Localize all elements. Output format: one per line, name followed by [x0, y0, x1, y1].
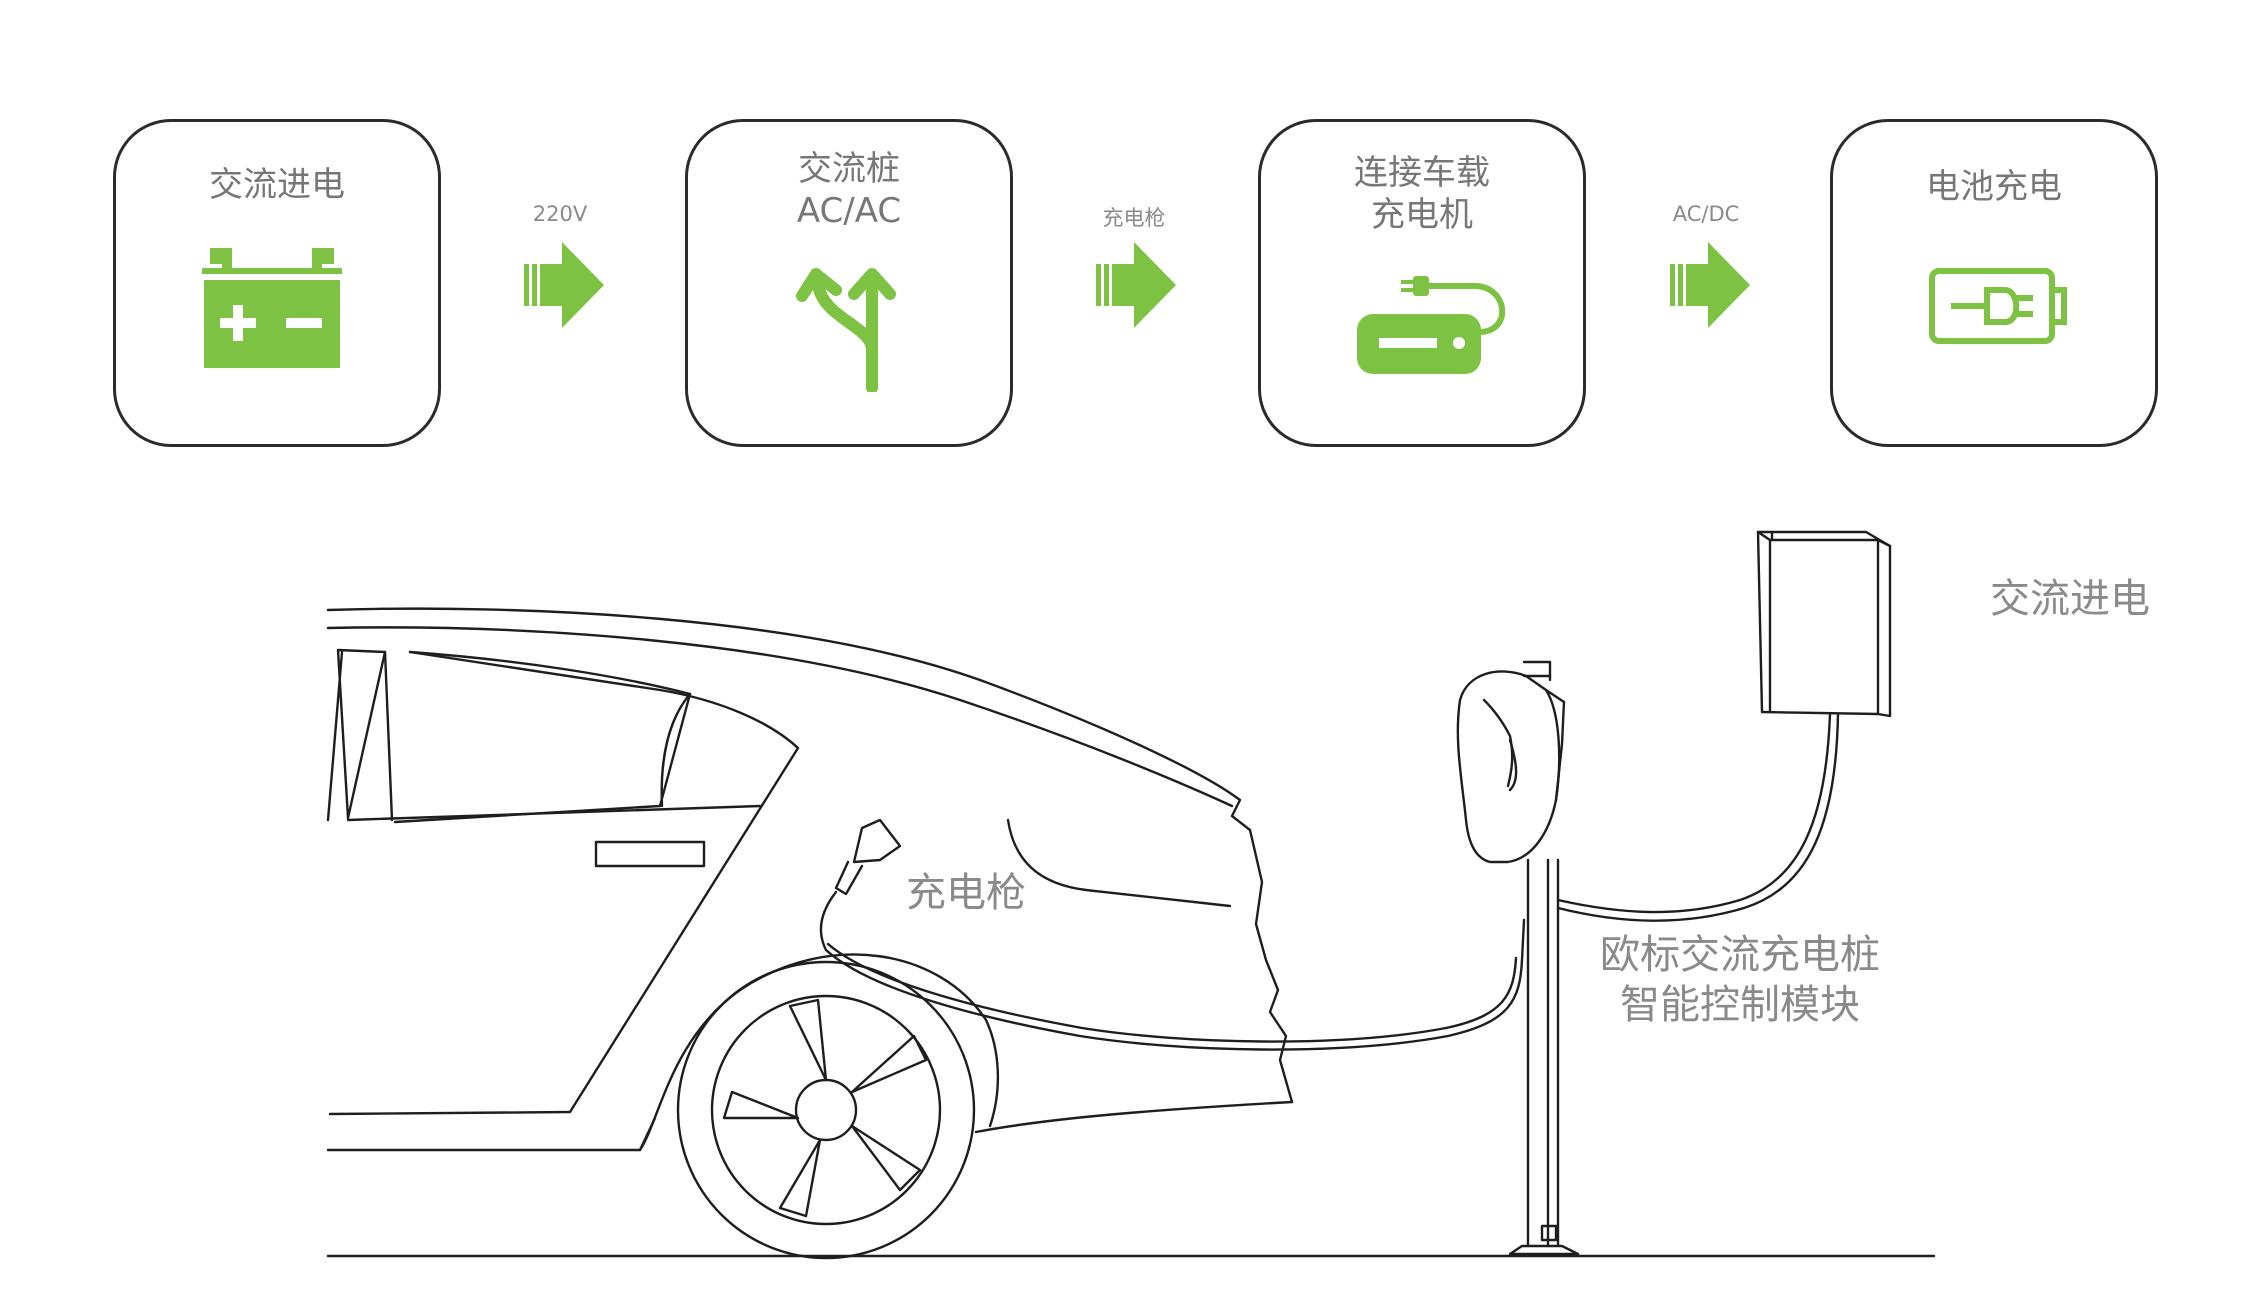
arrow-right-icon: [1096, 242, 1176, 328]
step-battery-charging: 电池充电: [1830, 119, 2158, 447]
step-label: 连接车载 充电机: [1354, 153, 1490, 235]
wall-distribution-box: [1756, 530, 1892, 718]
connector-label: AC/DC: [1672, 202, 1740, 226]
car-battery-icon: [202, 248, 342, 368]
step-label: 交流进电: [209, 165, 345, 205]
connector-label: 220V: [532, 202, 588, 226]
connector-label: 充电枪: [1102, 206, 1166, 230]
arrow-right-icon: [1670, 242, 1750, 328]
charging-post: [1522, 660, 1552, 682]
gun-label: 充电枪: [906, 870, 1026, 916]
step-ac-pile: 交流桩 AC/AC: [685, 119, 1013, 447]
wallbox-charger: [1456, 670, 1561, 864]
door-handle: [594, 840, 706, 868]
car-wheel: [676, 960, 976, 1260]
supply-label: 交流进电: [1990, 576, 2150, 622]
split-arrows-icon: [796, 268, 896, 392]
charging-gun: [852, 818, 902, 864]
battery-plug-icon: [1929, 268, 2067, 344]
module-label: 欧标交流充电桩 智能控制模块: [1600, 932, 1880, 1028]
arrow-right-icon: [524, 242, 604, 328]
step-label: 电池充电: [1926, 167, 2062, 207]
onboard-charger-icon: [1357, 276, 1506, 374]
step-onboard-charger: 连接车载 充电机: [1258, 119, 1586, 447]
step-label: 交流桩 AC/AC: [796, 149, 902, 231]
car-body: [326, 607, 1294, 1104]
step-ac-input: 交流进电: [113, 119, 441, 447]
